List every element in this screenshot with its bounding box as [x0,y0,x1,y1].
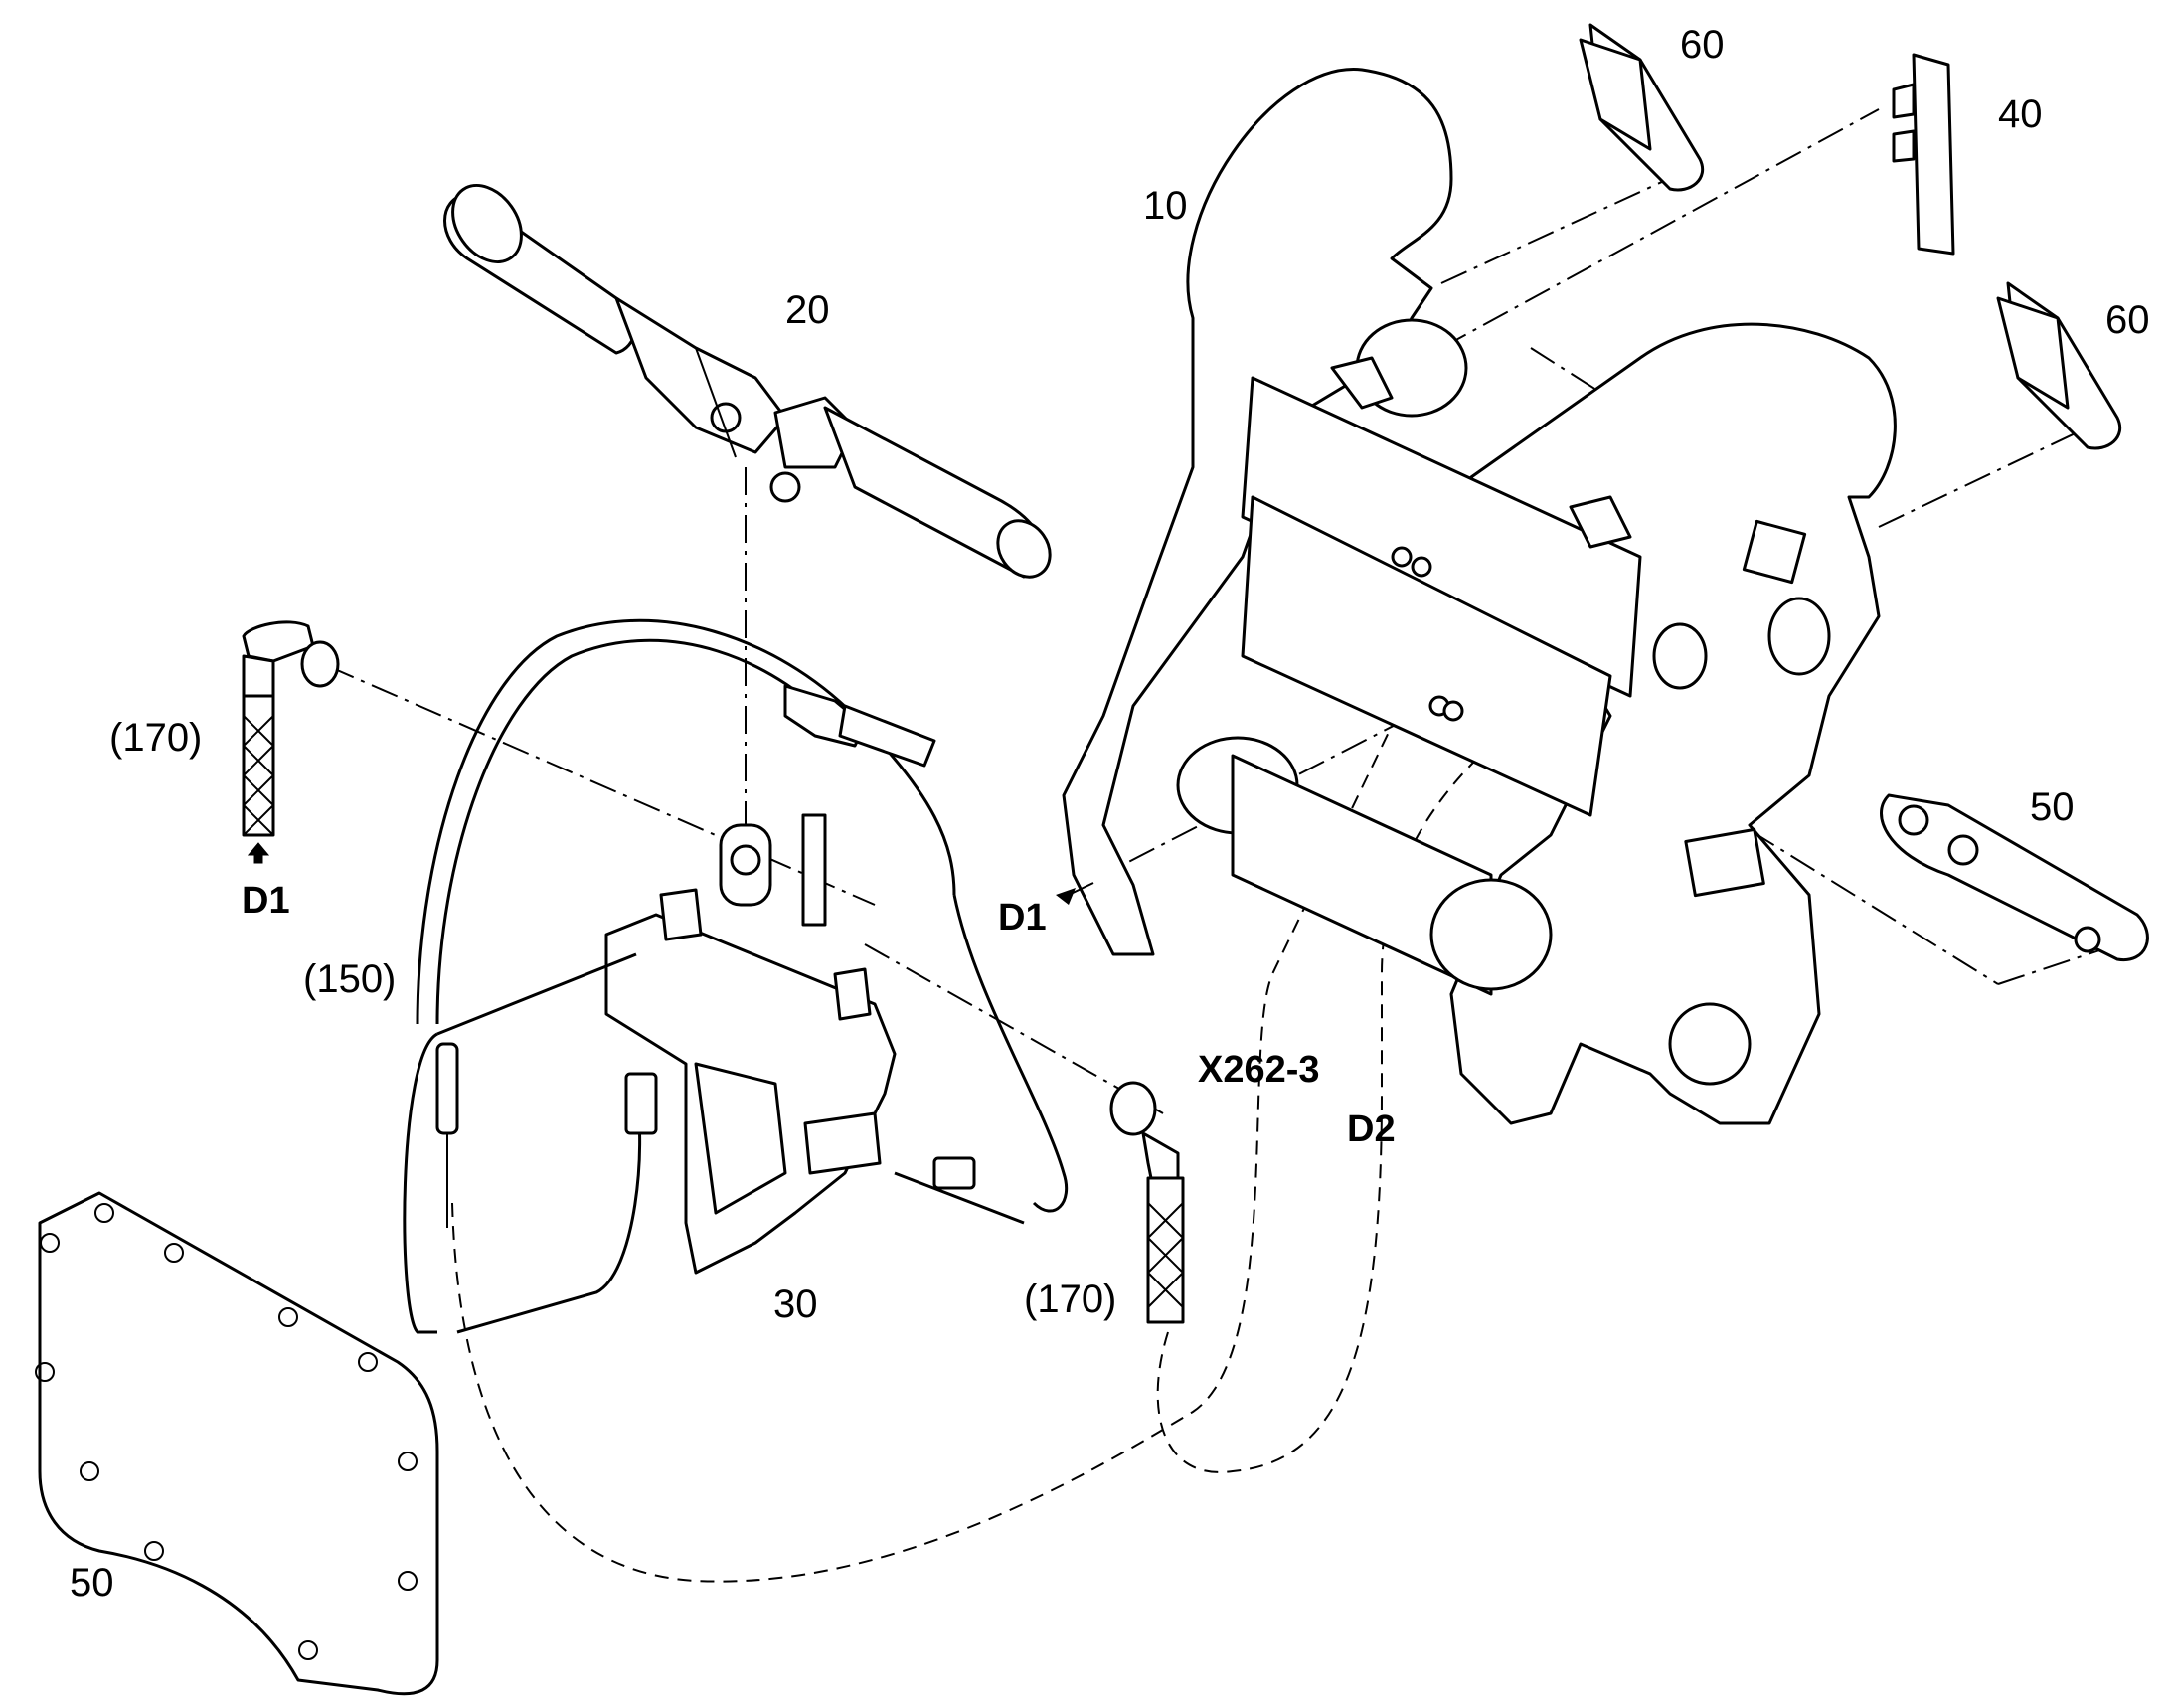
callout-part-10: 10 [1143,184,1188,228]
cylinder-20 [443,184,1052,579]
callout-part-50-top: 50 [2030,785,2075,829]
callout-cable-150: (150) [303,957,396,1001]
plate-40 [1892,53,1955,256]
d1-center-arrow-icon [1056,882,1094,905]
connection-d1-left: D1 [242,880,290,922]
hydraulic-hoses [403,618,1069,1334]
cover-plate-50-top [1880,793,2149,961]
quick-coupler-frame-10 [1062,68,1897,1125]
callout-part-60-mid: 60 [2105,298,2150,342]
connection-x262-3: X262-3 [1198,1049,1320,1091]
callout-hose-170-left: (170) [109,716,202,760]
connection-d2: D2 [1347,1109,1396,1150]
valve-block-30 [604,813,897,1275]
hose-170-left [242,620,340,864]
callout-part-50-bottom: 50 [70,1561,114,1605]
cover-plate-50-bottom [35,1191,439,1696]
connection-d1-center: D1 [998,897,1047,939]
wedge-60-top [1579,23,1705,192]
callout-hose-170-right: (170) [1024,1278,1116,1321]
callout-part-40: 40 [1998,92,2043,136]
callout-part-20: 20 [785,288,830,332]
sensor-cable-150 [435,1042,976,1228]
hose-170-right [1109,1081,1185,1324]
wedge-60-mid [1996,281,2122,450]
callout-part-30: 30 [773,1282,818,1326]
callout-part-60-top: 60 [1680,23,1725,67]
